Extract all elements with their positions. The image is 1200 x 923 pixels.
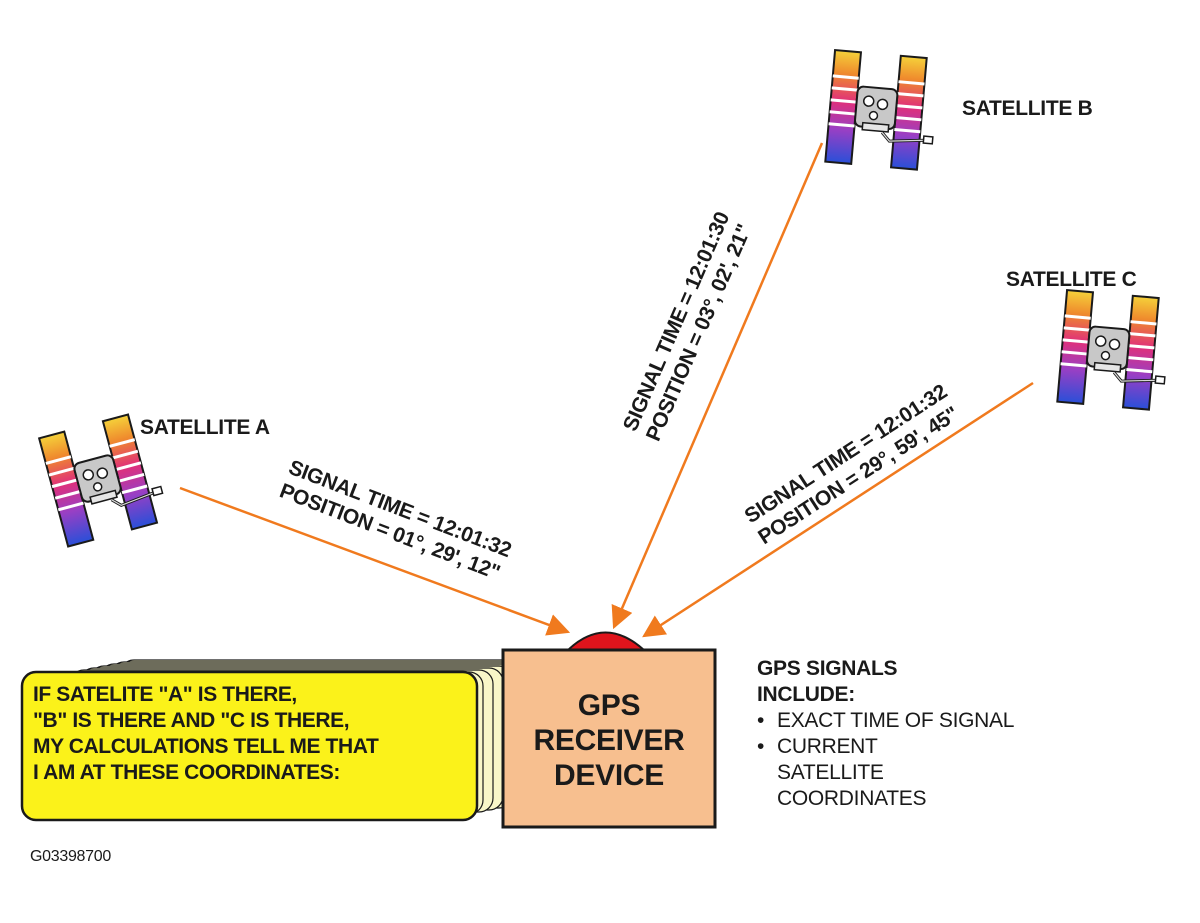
receiver-dome (565, 631, 647, 651)
includes-heading-2: INCLUDE: (757, 683, 855, 706)
list-item: • EXACT TIME OF SIGNAL (757, 708, 1014, 734)
satellite-c-icon (1055, 288, 1174, 413)
figure-id: G03398700 (30, 848, 111, 865)
callout-line-4: I AM AT THESE COORDINATES: (33, 761, 340, 784)
bullet-icon: • (757, 709, 765, 732)
satellite-a-label: SATELLITE A (140, 416, 270, 439)
receiver-line-1: GPS (577, 689, 641, 722)
signal-contents-list: GPS SIGNALS INCLUDE: • EXACT TIME OF SIG… (757, 656, 1014, 812)
callout-line-1: IF SATELITE "A" IS THERE, (33, 683, 297, 706)
callout-line-2: "B" IS THERE AND "C IS THERE, (33, 709, 350, 732)
receiver-line-3: DEVICE (554, 759, 664, 792)
satellite-b-label: SATELLITE B (962, 97, 1093, 120)
list-item-continuation: COORDINATES (777, 787, 927, 810)
signal-line-c (642, 381, 1034, 638)
receiver-box (501, 648, 717, 829)
list-item-continuation: SATELLITE (777, 761, 884, 784)
callout-box (20, 670, 479, 822)
list-item-text: EXACT TIME OF SIGNAL (777, 709, 1015, 732)
satellite-b-icon (823, 48, 942, 173)
list-item: • CURRENT (757, 734, 1014, 760)
signal-line-b (611, 142, 824, 630)
callout-text: IF SATELITE "A" IS THERE, "B" IS THERE A… (33, 682, 463, 786)
receiver-label: GPS RECEIVER DEVICE (503, 688, 715, 793)
list-item-text: CURRENT (777, 735, 878, 758)
signal-line-a (179, 486, 571, 636)
receiver-line-2: RECEIVER (533, 724, 685, 757)
includes-heading-1: GPS SIGNALS (757, 657, 898, 680)
callout-line-3: MY CALCULATIONS TELL ME THAT (33, 735, 379, 758)
bullet-icon: • (757, 735, 765, 758)
satellite-c-label: SATELLITE C (1006, 268, 1137, 291)
